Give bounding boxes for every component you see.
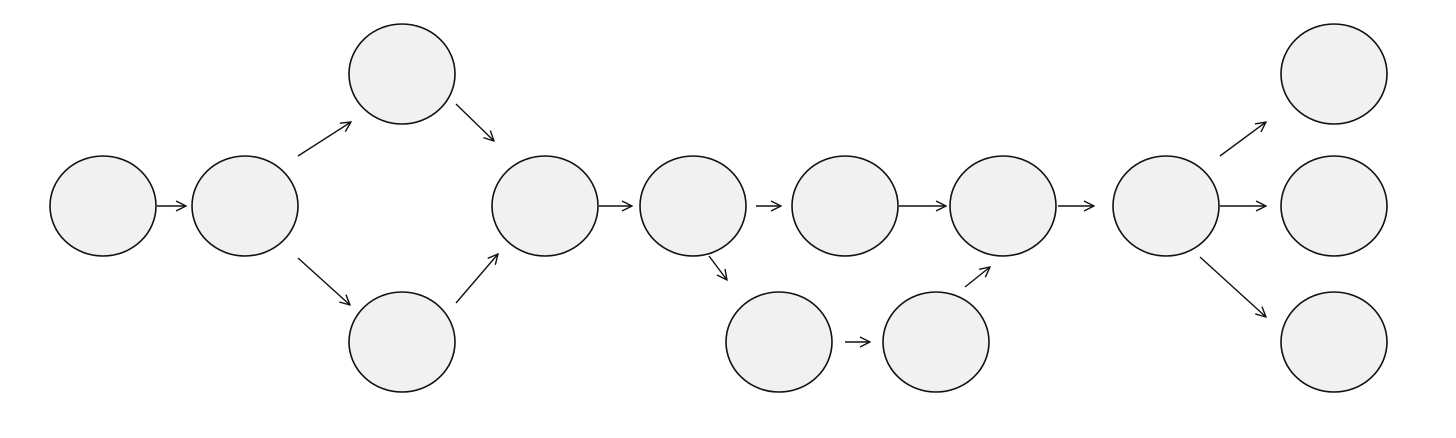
node-n1: [49, 155, 157, 257]
arrow-n6-to-n8: [708, 255, 727, 280]
arrow-n2-to-n3: [297, 122, 351, 157]
node-n6: [639, 155, 747, 257]
arrow-n11-to-n12: [1219, 122, 1266, 157]
arrow-n10-to-n9: [964, 267, 990, 288]
node-n9: [949, 155, 1057, 257]
node-n14: [1280, 291, 1388, 393]
node-n13: [1280, 155, 1388, 257]
arrow-n2-to-n4: [297, 257, 350, 305]
node-n11: [1112, 155, 1220, 257]
arrow-n4-to-n5: [455, 254, 498, 304]
nodes: [49, 23, 1388, 393]
arrow-n11-to-n14: [1199, 256, 1266, 317]
node-n8: [725, 291, 833, 393]
node-n4: [348, 291, 456, 393]
node-n3: [348, 23, 456, 125]
arrow-n3-to-n5: [455, 103, 494, 141]
node-n12: [1280, 23, 1388, 125]
edges: [157, 103, 1266, 342]
node-n7: [791, 155, 899, 257]
node-n5: [491, 155, 599, 257]
node-n10: [882, 291, 990, 393]
node-n2: [191, 155, 299, 257]
